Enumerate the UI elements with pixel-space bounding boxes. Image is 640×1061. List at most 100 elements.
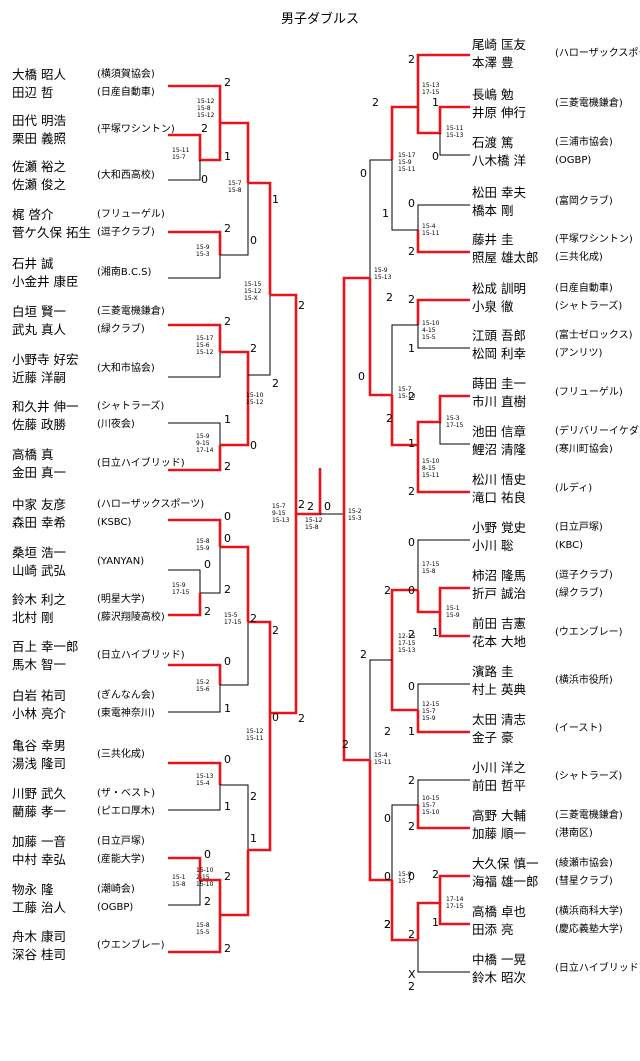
player-name: 小泉 徹	[472, 299, 514, 314]
set-score: 15-5	[196, 929, 210, 936]
set-score: 15-7	[228, 180, 242, 187]
set-score: 10-15	[422, 795, 440, 802]
bracket-line	[417, 204, 470, 230]
bracket-line	[391, 804, 418, 880]
player-affiliation: (KBC)	[555, 540, 584, 551]
player-affiliation: (フリューゲル)	[555, 387, 623, 398]
set-score: 15-13	[272, 517, 290, 524]
set-score: 15-13	[422, 82, 440, 89]
winner-path	[416, 586, 470, 614]
set-score: 15-8	[305, 524, 319, 531]
set-score: 15-12	[246, 399, 264, 406]
player-name: 佐藤 政勝	[12, 417, 66, 432]
player-affiliation: (逗子クラブ)	[555, 570, 613, 581]
player-name: 江頭 吾郎	[472, 328, 526, 343]
player-affiliation: (緑クラブ)	[97, 324, 145, 335]
game-count: 2	[408, 390, 415, 403]
player-name: 松岡 利幸	[472, 346, 526, 361]
player-affiliation: (日産自動車)	[555, 283, 613, 294]
set-score: 15-10	[422, 458, 440, 465]
set-score: 15-11	[422, 472, 440, 479]
game-count: 2	[224, 583, 231, 596]
player-affiliation: (東電神奈川)	[97, 708, 155, 719]
game-count: 2	[342, 738, 349, 751]
player-name: 花本 大地	[472, 634, 526, 649]
winner-path	[168, 915, 222, 954]
player-name: 武丸 真人	[12, 322, 66, 337]
set-score: 15-13	[398, 393, 416, 400]
player-name: 加藤 順一	[472, 826, 526, 841]
set-score: 15-3	[446, 415, 460, 422]
winner-path	[416, 230, 470, 254]
player-affiliation: (三共化成)	[97, 749, 145, 760]
set-score: 2-15	[196, 874, 210, 881]
player-affiliation: (日産自動車)	[97, 87, 155, 98]
winner-path	[168, 663, 222, 685]
set-score: 15-11	[422, 230, 440, 237]
set-score: 17-14	[196, 447, 214, 454]
bracket-line	[369, 159, 392, 278]
game-count: 0	[224, 655, 231, 668]
set-score: 9-15	[272, 510, 286, 517]
winner-path	[220, 545, 250, 622]
set-score: 15-12	[197, 112, 215, 119]
winner-path	[168, 84, 222, 123]
set-score: 15-10	[422, 809, 440, 816]
set-score: 15-11	[446, 125, 464, 132]
player-affiliation: (イースト)	[555, 723, 603, 734]
set-score: 15-10	[196, 867, 214, 874]
game-count: 0	[360, 167, 367, 180]
player-affiliation: (日立戸塚)	[555, 522, 603, 533]
set-score: 15-7	[398, 386, 412, 393]
winner-path	[270, 514, 298, 715]
bracket-line	[220, 183, 249, 256]
game-count: 1	[432, 916, 439, 929]
winner-path	[416, 394, 470, 445]
player-name: 長嶋 勉	[472, 87, 514, 102]
player-name: 白垣 賢一	[12, 304, 66, 319]
game-count: 0	[201, 173, 208, 186]
game-count: 2	[372, 96, 379, 109]
set-score: 15-8	[228, 187, 242, 194]
player-affiliation: (KSBC)	[97, 517, 132, 528]
game-count: 2	[384, 584, 391, 597]
set-score: 12-15	[422, 701, 440, 708]
player-affiliation: (港南区)	[555, 828, 593, 839]
set-score: 15-7	[422, 802, 436, 809]
game-count: 0	[272, 711, 279, 724]
player-affiliation: (フリューゲル)	[97, 209, 165, 220]
player-affiliation: (OGBP)	[555, 155, 592, 166]
player-name: 鯉沼 清隆	[472, 442, 526, 457]
set-score: 15-12	[197, 98, 215, 105]
player-affiliation: (三菱電機鎌倉)	[97, 306, 165, 317]
player-name: 濱路 圭	[472, 664, 514, 679]
set-score: 15-9	[398, 159, 412, 166]
player-affiliation: (日立ハイブリッド)	[555, 963, 640, 974]
bracket-line	[168, 880, 201, 906]
set-score: 15-4	[422, 223, 436, 230]
player-affiliation: (綾瀬市協会)	[555, 858, 613, 869]
player-affiliation: (YANYAN)	[97, 556, 145, 567]
game-count: 2	[432, 868, 439, 881]
winner-path	[438, 903, 470, 926]
player-affiliation: (シャトラーズ)	[97, 401, 165, 412]
set-score: 17-15	[422, 89, 440, 96]
player-name: 高野 大輔	[472, 808, 526, 823]
winner-path	[416, 445, 470, 494]
bracket-line	[168, 422, 221, 445]
set-score: 15-13	[374, 274, 392, 281]
set-score: 15-1	[172, 874, 186, 881]
game-count: 0	[324, 500, 331, 513]
player-name: 深谷 桂司	[12, 947, 66, 962]
winner-path	[270, 293, 298, 514]
player-affiliation: (大和西高校)	[97, 170, 155, 181]
set-score: 15-11	[246, 735, 264, 742]
game-count: X	[408, 968, 416, 981]
player-affiliation: (横浜商科大学)	[555, 906, 623, 917]
set-score: 15-10	[422, 320, 440, 327]
game-count: 1	[408, 437, 415, 450]
player-name: 小金井 康臣	[12, 274, 79, 289]
player-affiliation: (川夜会)	[97, 419, 135, 430]
bracket-line	[417, 940, 470, 973]
